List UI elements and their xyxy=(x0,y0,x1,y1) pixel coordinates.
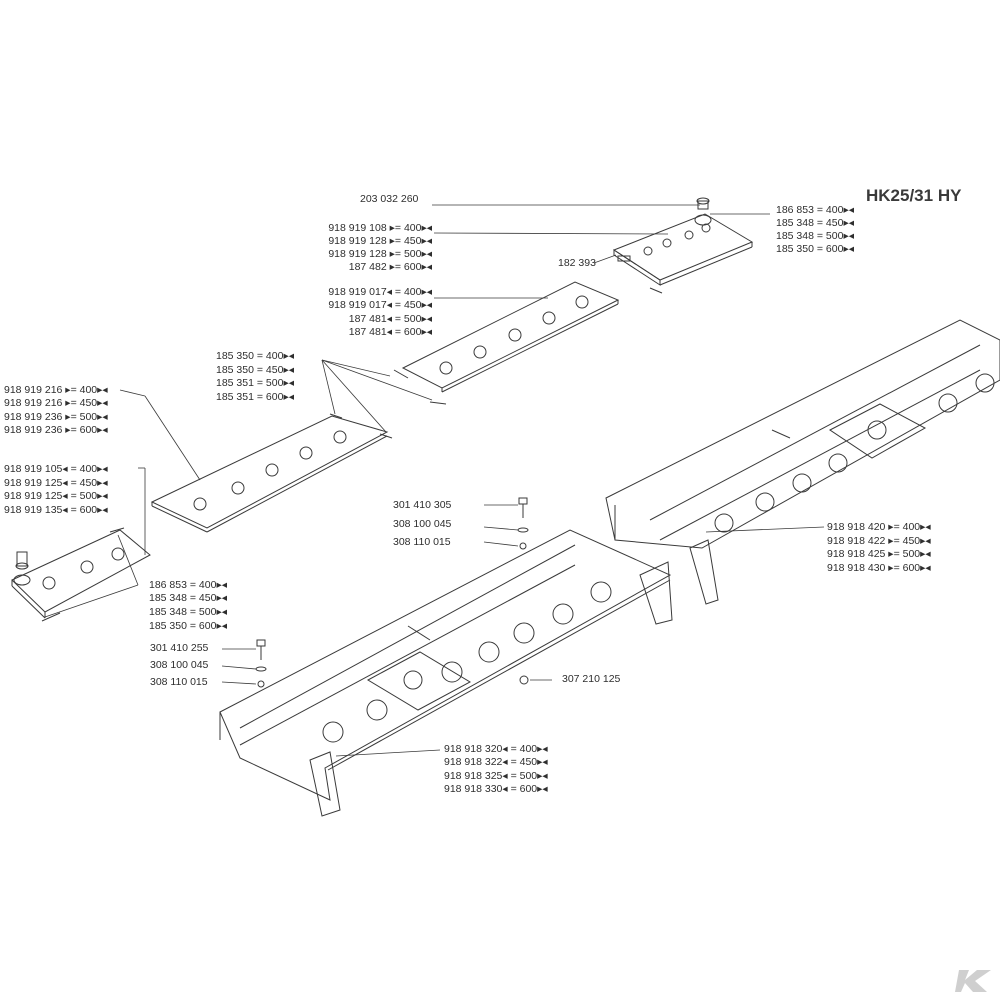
callout-frame-left-500: 918 918 325◂ = 500▸◂ xyxy=(444,770,548,782)
right-frame xyxy=(605,319,1000,605)
k-logo-icon xyxy=(955,970,991,992)
callout-connector-450: 185 350 = 450▸◂ xyxy=(216,364,294,376)
callout-top-plate-left-450: 918 919 128 ▸= 450▸◂ xyxy=(328,235,432,247)
mid-upper-plate xyxy=(393,281,620,405)
callout-top-plate-left-500: 918 919 128 ▸= 500▸◂ xyxy=(328,248,432,260)
callout-mid-lower-450: 918 919 216 ▸= 450▸◂ xyxy=(4,397,108,409)
callout-lockwasher-lower: 308 110 015 xyxy=(150,676,208,688)
callout-left-bar-500: 185 348 = 500▸◂ xyxy=(149,606,227,618)
model-title: HK25/31 HY xyxy=(866,186,962,205)
callout-left-plate-450: 918 919 125◂ = 450▸◂ xyxy=(4,477,108,489)
callout-top-plate-left-400: 918 919 108 ▸= 400▸◂ xyxy=(328,222,432,234)
callout-top-knob: 203 032 260 xyxy=(360,193,419,205)
callout-left-bar-600: 185 350 = 600▸◂ xyxy=(149,620,227,632)
callout-top-plate-right-500: 185 348 = 500▸◂ xyxy=(776,230,854,242)
callout-mid-upper-500: 187 481◂ = 500▸◂ xyxy=(348,313,432,325)
callout-connector-400: 185 350 = 400▸◂ xyxy=(216,350,294,362)
bolt-upper xyxy=(517,497,529,550)
callout-mid-upper-400: 918 919 017◂ = 400▸◂ xyxy=(328,286,432,298)
callout-washer-upper: 308 100 045 xyxy=(393,518,452,530)
callout-mid-lower-500: 918 919 236 ▸= 500▸◂ xyxy=(4,411,108,423)
callout-top-plate-right-400: 186 853 = 400▸◂ xyxy=(776,204,854,216)
mid-lower-plate xyxy=(150,413,393,533)
callout-frame-left-600: 918 918 330◂ = 600▸◂ xyxy=(444,783,548,795)
callout-left-bar-450: 185 348 = 450▸◂ xyxy=(149,592,227,604)
callout-top-plate-right-450: 185 348 = 450▸◂ xyxy=(776,217,854,229)
leader-lines xyxy=(44,204,825,757)
callout-lockwasher-upper: 308 110 015 xyxy=(393,536,451,548)
callout-frame-right-600: 918 918 430 ▸= 600▸◂ xyxy=(827,562,931,574)
callout-washer-lower: 308 100 045 xyxy=(150,659,209,671)
callout-left-plate-500: 918 919 125◂ = 500▸◂ xyxy=(4,490,108,502)
callout-left-plate-400: 918 919 105◂ = 400▸◂ xyxy=(4,463,108,475)
callout-top-plate-bar: 182 393 xyxy=(558,257,596,269)
top-knob xyxy=(694,197,712,226)
callout-top-plate-left-600: 187 482 ▸= 600▸◂ xyxy=(348,261,432,273)
callout-frame-right-450: 918 918 422 ▸= 450▸◂ xyxy=(827,535,931,547)
callout-bolt-lower: 301 410 255 xyxy=(150,642,209,654)
callout-connector-500: 185 351 = 500▸◂ xyxy=(216,377,294,389)
callout-connector-600: 185 351 = 600▸◂ xyxy=(216,391,294,403)
callout-bolt-upper: 301 410 305 xyxy=(393,499,452,511)
callout-frame-right-400: 918 918 420 ▸= 400▸◂ xyxy=(827,521,931,533)
callout-left-plate-600: 918 919 135◂ = 600▸◂ xyxy=(4,504,108,516)
callout-mid-lower-600: 918 919 236 ▸= 600▸◂ xyxy=(4,424,108,436)
left-plate xyxy=(11,527,151,622)
callout-nut: 307 210 125 xyxy=(562,673,621,685)
nut xyxy=(519,675,529,685)
callout-frame-left-400: 918 918 320◂ = 400▸◂ xyxy=(444,743,548,755)
bolt-lower xyxy=(255,639,267,688)
callout-mid-upper-600: 187 481◂ = 600▸◂ xyxy=(348,326,432,338)
callout-mid-lower-400: 918 919 216 ▸= 400▸◂ xyxy=(4,384,108,396)
left-frame xyxy=(219,529,673,817)
callout-left-bar-400: 186 853 = 400▸◂ xyxy=(149,579,227,591)
callout-frame-right-500: 918 918 425 ▸= 500▸◂ xyxy=(827,548,931,560)
callout-top-plate-right-600: 185 350 = 600▸◂ xyxy=(776,243,854,255)
callout-mid-upper-450: 918 919 017◂ = 450▸◂ xyxy=(328,299,432,311)
callout-frame-left-450: 918 918 322◂ = 450▸◂ xyxy=(444,756,548,768)
top-plate xyxy=(612,213,754,294)
